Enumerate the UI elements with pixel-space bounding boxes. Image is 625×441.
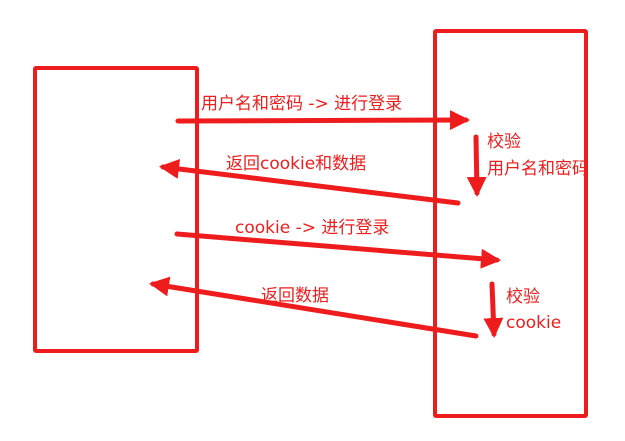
arrow-verify-cookie <box>483 281 504 338</box>
arrow-verify-credentials <box>466 134 487 197</box>
server-box <box>433 29 588 418</box>
client-box <box>33 66 199 353</box>
message-label-login-credentials: 用户名和密码 -> 进行登录 <box>201 94 403 114</box>
message-label-cookie-login: cookie -> 进行登录 <box>235 218 390 238</box>
server-note-verify-target-2: cookie <box>506 313 562 333</box>
message-label-return-cookie-data: 返回cookie和数据 <box>226 154 367 174</box>
arrow-return-data <box>149 276 479 339</box>
arrow-login-credentials <box>175 110 470 131</box>
arrow-cookie-login <box>174 231 501 269</box>
server-note-verify-title-2: 校验 <box>506 287 540 307</box>
server-note-verify-target-1: 用户名和密码 <box>487 159 589 179</box>
message-label-return-data: 返回数据 <box>261 286 329 306</box>
arrow-return-cookie-data <box>159 159 461 206</box>
server-note-verify-title-1: 校验 <box>487 132 521 152</box>
